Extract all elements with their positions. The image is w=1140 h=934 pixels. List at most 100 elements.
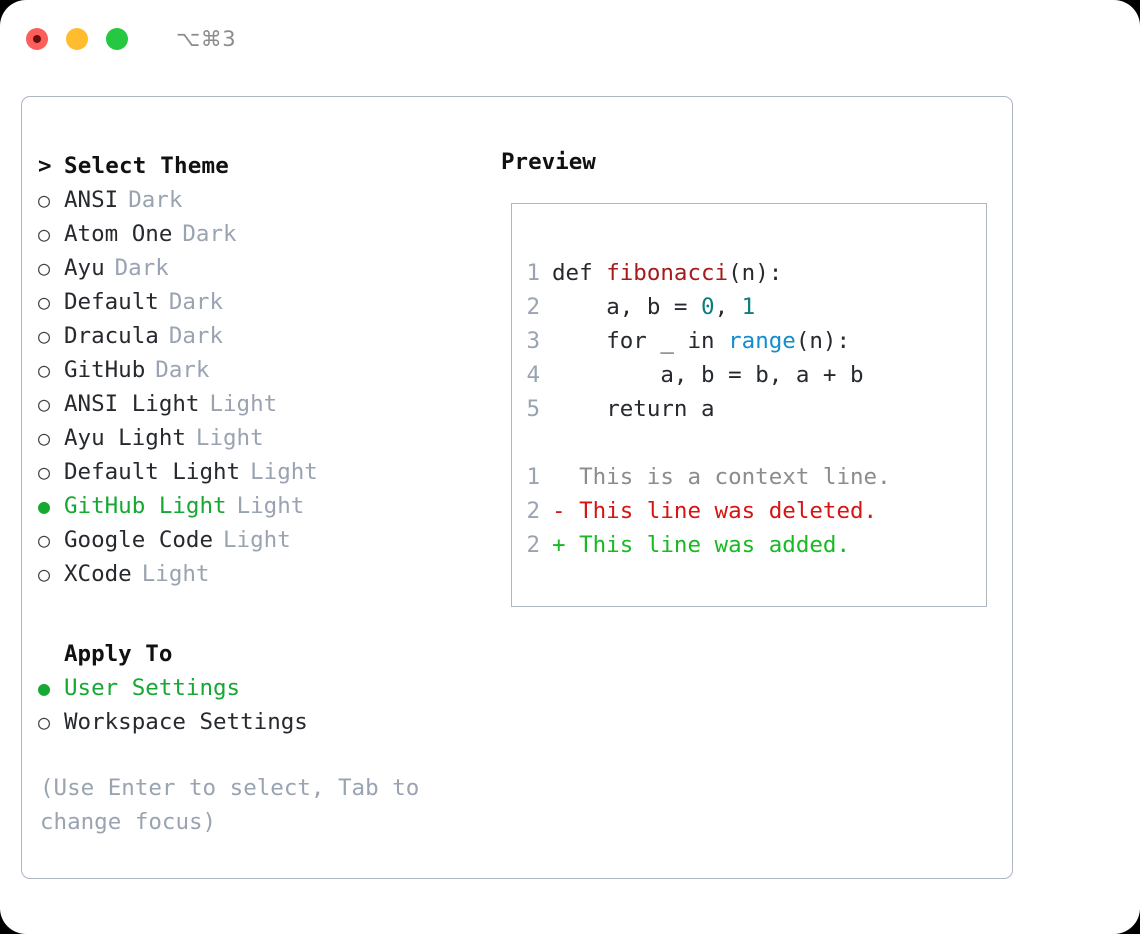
theme-item-default-light[interactable]: ○ Default Light Light (38, 455, 492, 489)
diff-sign: - (552, 498, 566, 524)
code-content: a, b = b, a + b (552, 358, 863, 392)
line-number: 2 (526, 498, 540, 524)
theme-item-variant: Light (250, 459, 318, 485)
code-line: 1 def fibonacci(n): (512, 256, 986, 290)
code-token-number: 1 (741, 294, 756, 320)
diff-sign (552, 460, 579, 494)
diff-sign: + (552, 532, 566, 558)
code-segment: for _ in (606, 328, 729, 354)
radio-icon[interactable]: ○ (38, 358, 51, 382)
code-indent (552, 396, 606, 422)
theme-item-label: ANSI (64, 187, 119, 213)
close-button-icon[interactable] (26, 28, 48, 50)
theme-item-label: GitHub (64, 357, 146, 383)
apply-to-group: ● User Settings ○ Workspace Settings (38, 671, 492, 739)
theme-item-ansi-light[interactable]: ○ ANSI Light Light (38, 387, 492, 421)
hint-spacer (38, 739, 492, 771)
code-content: a, b = 0, 1 (552, 290, 755, 324)
theme-item-label: XCode (64, 561, 132, 587)
code-token-number: 0 (701, 294, 715, 320)
theme-item-github-dark[interactable]: ○ GitHub Dark (38, 353, 492, 387)
code-content: def fibonacci(n): (552, 256, 782, 290)
radio-icon[interactable]: ○ (38, 460, 51, 484)
theme-item-label: ANSI Light (64, 391, 200, 417)
theme-item-variant: Dark (128, 187, 183, 213)
line-number: 1 (526, 260, 540, 286)
theme-item-label: Default (64, 289, 159, 315)
radio-icon[interactable]: ○ (38, 528, 51, 552)
radio-icon[interactable]: ○ (38, 710, 51, 734)
theme-item-label: GitHub Light (64, 493, 227, 519)
code-content: return a (552, 392, 715, 426)
theme-item-atom-one-dark[interactable]: ○ Atom One Dark (38, 217, 492, 251)
diff-line-deleted: 2 -This line was deleted. (512, 494, 986, 528)
theme-item-label: Google Code (64, 527, 214, 553)
theme-list-title: Select Theme (64, 153, 229, 179)
code-line: 4 a, b = b, a + b (512, 358, 986, 392)
theme-item-variant: Light (236, 493, 305, 519)
line-number: 3 (526, 328, 540, 354)
theme-item-xcode[interactable]: ○ XCode Light (38, 557, 492, 591)
theme-selector-column: > Select Theme ○ ANSI Dark ○ Atom One Da… (22, 97, 492, 878)
line-number: 2 (526, 532, 540, 558)
preview-column: Preview 1 def fibonacci(n): 2 a, b = 0, … (492, 97, 1012, 878)
radio-icon-selected[interactable]: ● (38, 494, 51, 518)
code-indent (552, 362, 660, 388)
theme-item-label: Ayu Light (64, 425, 186, 451)
theme-item-github-light[interactable]: ● GitHub Light Light (38, 489, 492, 523)
code-line: 2 a, b = 0, 1 (512, 290, 986, 324)
theme-list-header: > Select Theme (38, 149, 492, 183)
minimize-button-icon[interactable] (66, 28, 88, 50)
code-indent (552, 294, 606, 320)
keyboard-hint-text: (Use Enter to select, Tab to change focu… (40, 775, 420, 835)
maximize-button-icon[interactable] (106, 28, 128, 50)
radio-icon-selected[interactable]: ● (38, 676, 51, 700)
code-line: 5 return a (512, 392, 986, 426)
line-number: 4 (526, 362, 540, 388)
radio-icon[interactable]: ○ (38, 324, 51, 348)
diff-text: This line was deleted. (579, 498, 878, 524)
radio-icon[interactable]: ○ (38, 392, 51, 416)
apply-to-label: Workspace Settings (64, 709, 308, 735)
list-spacer (38, 591, 492, 637)
caret-icon: > (38, 153, 52, 179)
theme-item-variant: Dark (168, 289, 224, 315)
window-controls (26, 28, 128, 50)
code-indent (552, 328, 606, 354)
theme-item-variant: Dark (168, 323, 224, 349)
diff-spacer (512, 426, 986, 460)
theme-item-dracula-dark[interactable]: ○ Dracula Dark (38, 319, 492, 353)
theme-item-google-code[interactable]: ○ Google Code Light (38, 523, 492, 557)
code-segment: , (714, 294, 742, 320)
theme-item-variant: Dark (182, 221, 237, 247)
code-segment: return a (606, 396, 715, 422)
keyboard-shortcut-label: ⌥⌘3 (176, 27, 237, 51)
diff-content: -This line was deleted. (552, 494, 877, 528)
diff-text: This is a context line. (579, 464, 891, 490)
theme-item-ayu-dark[interactable]: ○ Ayu Dark (38, 251, 492, 285)
code-line: 3 for _ in range(n): (512, 324, 986, 358)
theme-list: ○ ANSI Dark ○ Atom One Dark ○ Ayu Dark (38, 183, 492, 591)
theme-item-ayu-light[interactable]: ○ Ayu Light Light (38, 421, 492, 455)
preview-box: 1 def fibonacci(n): 2 a, b = 0, 1 3 for … (511, 203, 987, 607)
radio-icon[interactable]: ○ (38, 222, 51, 246)
apply-to-workspace-settings[interactable]: ○ Workspace Settings (38, 705, 492, 739)
apply-to-user-settings[interactable]: ● User Settings (38, 671, 492, 705)
preview-title: Preview (501, 149, 596, 175)
theme-item-variant: Light (141, 561, 210, 587)
theme-item-label: Default Light (64, 459, 241, 485)
radio-icon[interactable]: ○ (38, 426, 51, 450)
theme-item-ansi-dark[interactable]: ○ ANSI Dark (38, 183, 492, 217)
diff-line-context: 1 This is a context line. (512, 460, 986, 494)
radio-icon[interactable]: ○ (38, 562, 51, 586)
code-content: for _ in range(n): (552, 324, 850, 358)
theme-item-variant: Dark (114, 255, 169, 281)
theme-item-default-dark[interactable]: ○ Default Dark (38, 285, 492, 319)
theme-item-variant: Light (195, 425, 264, 451)
radio-icon[interactable]: ○ (38, 290, 51, 314)
line-number: 1 (526, 464, 540, 490)
code-segment: def (552, 260, 607, 286)
line-number: 2 (526, 294, 540, 320)
radio-icon[interactable]: ○ (38, 256, 51, 280)
radio-icon[interactable]: ○ (38, 188, 51, 212)
